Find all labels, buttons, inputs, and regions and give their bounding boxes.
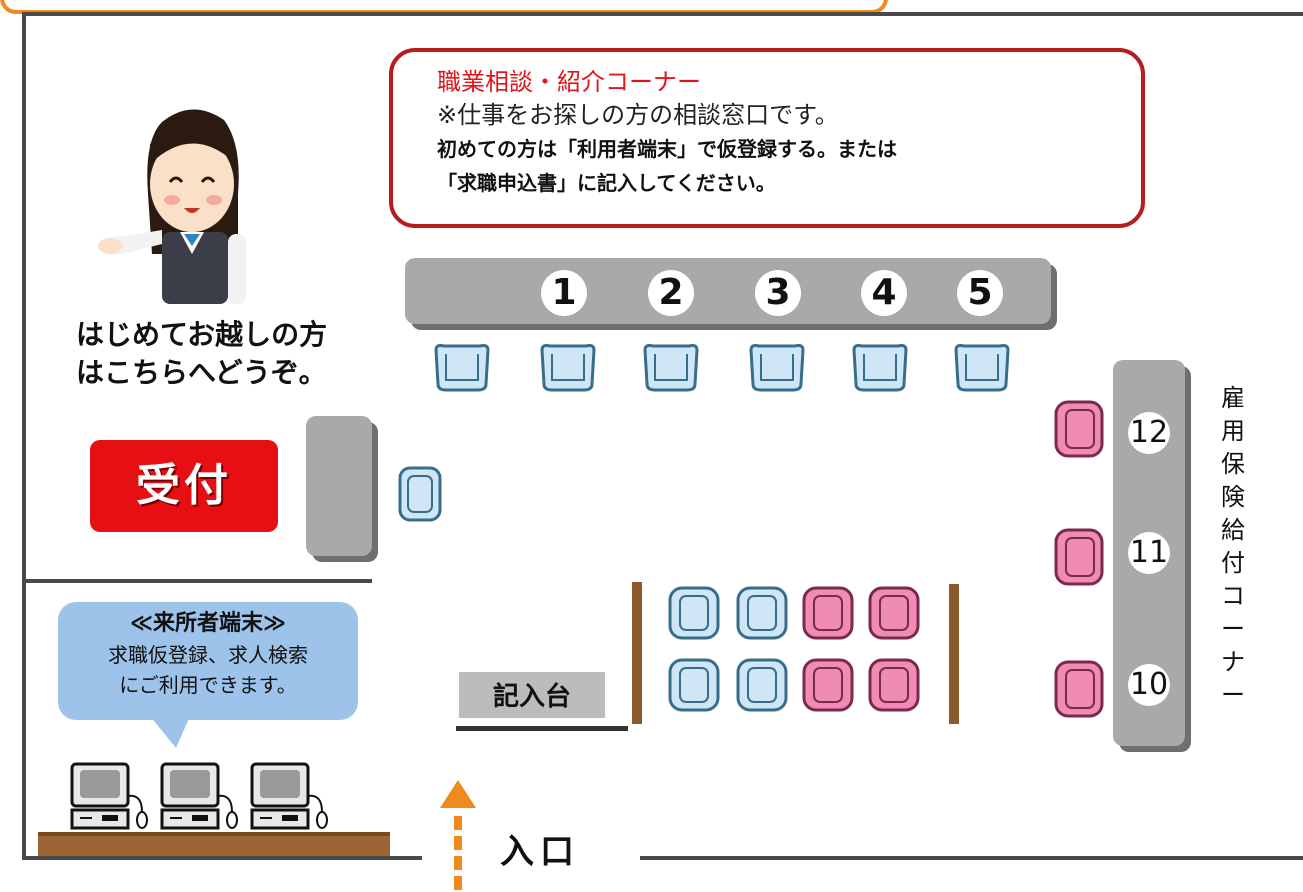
callout-line1: ※仕事をお探しの方の相談窓口です。: [437, 101, 839, 129]
waiting-chair-pink: [868, 658, 920, 712]
writing-desk-label: 記入台: [459, 672, 605, 718]
wall-partition: [22, 579, 372, 583]
consultation-chair: [852, 344, 908, 392]
waiting-chair-blue: [668, 586, 720, 640]
waiting-chair-pink: [868, 586, 920, 640]
visitor-terminals: [70, 762, 328, 830]
waiting-partition-right: [949, 584, 959, 724]
insurance-label-char: 険: [1221, 483, 1245, 511]
guide-line2: はこちらへどうぞ。: [76, 356, 327, 389]
consultation-chair: [434, 344, 490, 392]
wall-top: [22, 12, 1303, 16]
guide-text: はじめてお越しの方 はこちらへどうぞ。: [76, 316, 327, 392]
insurance-chair: [1054, 400, 1104, 458]
guide-line1: はじめてお越しの方: [76, 318, 328, 351]
waiting-chair-blue: [736, 658, 788, 712]
consultation-callout: 職業相談・紹介コーナー ※仕事をお探しの方の相談窓口です。 初めての方は「利用者…: [389, 48, 1145, 228]
side-counter-number-12: 12: [1128, 412, 1170, 454]
waiting-partition-left: [632, 582, 642, 724]
callout-title: 職業相談・紹介コーナー: [437, 68, 701, 96]
insurance-chair: [1054, 528, 1104, 586]
insurance-label-char: 用: [1221, 417, 1245, 445]
reception-counter: [306, 416, 372, 556]
consultation-chair: [643, 344, 699, 392]
counter-number-5: 5: [957, 270, 1003, 316]
staff-illustration: [98, 109, 246, 304]
wall-bottom-left: [22, 856, 422, 860]
side-counter-number-11: 11: [1128, 532, 1170, 574]
consultation-chair: [954, 344, 1010, 392]
insurance-label-char: 保: [1221, 450, 1245, 478]
bubble-tail: [150, 716, 190, 748]
consultation-chair: [749, 344, 805, 392]
terminal-bubble-line1: 求職仮登録、求人検索: [108, 643, 308, 667]
insurance-corner-label: 雇 用 保 険 給 付 コ ー ナ ー: [1216, 382, 1250, 712]
terminal-bubble: ≪来所者端末≫ 求職仮登録、求人検索 にご利用できます。: [58, 602, 358, 720]
consultation-chair: [540, 344, 596, 392]
insurance-label-char: 雇: [1221, 384, 1245, 412]
reception-chair: [398, 466, 442, 522]
waiting-chair-pink: [802, 586, 854, 640]
entrance-label: 入口: [500, 832, 580, 872]
terminal-table: [38, 832, 390, 856]
writing-desk-edge: [456, 726, 628, 731]
insurance-label-char: ー: [1221, 615, 1245, 643]
waiting-chair-blue: [736, 586, 788, 640]
wall-bottom-right: [640, 856, 1303, 860]
callout-line3: 「求職申込書」に記入してください。: [437, 171, 776, 195]
counter-number-4: 4: [861, 270, 907, 316]
waiting-chair-blue: [668, 658, 720, 712]
wall-left: [22, 12, 26, 860]
insurance-label-char: 給: [1221, 516, 1245, 544]
callout-line2: 初めての方は「利用者端末」で仮登録する。または: [437, 137, 897, 161]
insurance-label-char: ー: [1221, 681, 1245, 709]
waiting-chair-pink: [802, 658, 854, 712]
insurance-label-char: 付: [1221, 549, 1245, 577]
counter-number-2: 2: [648, 270, 694, 316]
reception-sign: 受付: [90, 440, 278, 532]
entrance-arrow: [440, 780, 476, 890]
insurance-label-char: コ: [1221, 582, 1245, 610]
side-counter-number-10: 10: [1128, 664, 1170, 706]
terminal-bubble-line2: にご利用できます。: [119, 673, 297, 697]
counter-number-3: 3: [755, 270, 801, 316]
counter-number-1: 1: [541, 270, 587, 316]
insurance-label-char: ナ: [1221, 648, 1245, 676]
consultation-counter: [405, 258, 1051, 324]
terminal-bubble-title: ≪来所者端末≫: [129, 611, 287, 636]
insurance-chair: [1054, 660, 1104, 718]
